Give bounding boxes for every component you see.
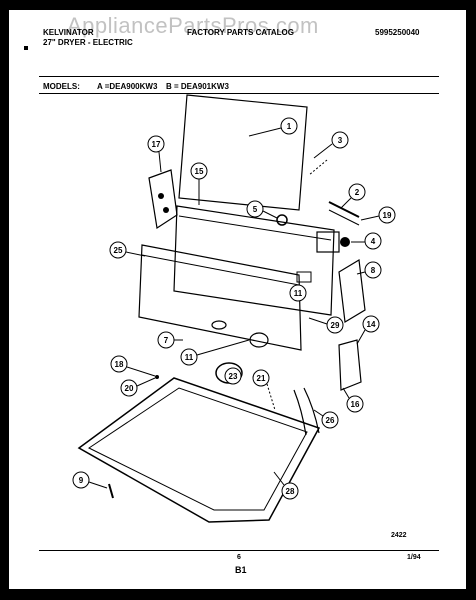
callout-16: 16 <box>342 387 364 413</box>
rule-bottom <box>39 550 439 551</box>
callout-7: 7 <box>157 331 183 349</box>
top-panel <box>178 94 308 211</box>
svg-text:26: 26 <box>326 416 335 425</box>
buzzer-part <box>211 320 227 330</box>
svg-text:11: 11 <box>294 289 303 298</box>
svg-text:28: 28 <box>286 487 295 496</box>
callout-2: 2 <box>340 183 366 209</box>
svg-text:15: 15 <box>195 167 204 176</box>
callout-1: 1 <box>248 117 298 137</box>
screw-part <box>108 483 114 499</box>
svg-text:8: 8 <box>371 266 376 275</box>
callout-11b: 11 <box>180 339 250 366</box>
rule-top <box>39 76 439 77</box>
callout-19: 19 <box>360 206 396 224</box>
left-end-cap <box>148 169 178 230</box>
callout-17: 17 <box>147 135 165 173</box>
callout-20: 20 <box>120 377 156 397</box>
callout-8: 8 <box>356 261 382 279</box>
svg-text:23: 23 <box>229 372 238 381</box>
callout-21: 21 <box>252 369 276 411</box>
svg-text:16: 16 <box>351 400 360 409</box>
watermark: AppliancePartsPros.com <box>67 13 319 38</box>
timer-part <box>316 231 340 253</box>
rule-models <box>39 93 439 94</box>
svg-text:1: 1 <box>287 122 292 131</box>
svg-text:2: 2 <box>355 188 360 197</box>
front-panel <box>138 244 302 351</box>
callout-26: 26 <box>313 409 339 429</box>
callout-28: 28 <box>273 471 299 500</box>
svg-text:25: 25 <box>114 246 123 255</box>
svg-text:9: 9 <box>79 476 84 485</box>
svg-text:17: 17 <box>152 140 161 149</box>
callout-25: 25 <box>109 241 146 259</box>
callout-3: 3 <box>313 131 349 159</box>
model-b: B = DEA901KW3 <box>166 82 229 91</box>
svg-text:20: 20 <box>125 384 134 393</box>
svg-text:4: 4 <box>371 237 376 246</box>
model-a: A =DEA900KW3 <box>97 82 158 91</box>
callout-5: 5 <box>246 200 278 219</box>
exploded-diagram: 1 3 17 15 2 5 19 4 25 8 11 29 14 7 11 18… <box>72 94 396 523</box>
top-cover <box>77 377 321 523</box>
document-number: 5995250040 <box>375 28 420 37</box>
callout-4: 4 <box>351 232 382 250</box>
callout-15: 15 <box>190 162 208 205</box>
svg-text:7: 7 <box>164 336 169 345</box>
catalog-title: FACTORY PARTS CATALOG <box>187 28 294 37</box>
section-label: B1 <box>235 565 247 575</box>
page-number: 6 <box>237 554 241 561</box>
svg-text:29: 29 <box>331 321 340 330</box>
right-end-cap <box>338 259 366 323</box>
diagram-number: 2422 <box>391 532 407 539</box>
lamp-part <box>338 339 362 391</box>
switch-part <box>296 271 312 283</box>
knob-part <box>276 214 288 226</box>
harness-part <box>293 387 320 436</box>
callout-18: 18 <box>110 355 156 377</box>
brand-name: KELVINATOR <box>43 28 94 37</box>
svg-text:18: 18 <box>115 360 124 369</box>
models-label: MODELS: <box>43 82 80 91</box>
corner-mark <box>24 46 28 50</box>
callout-9: 9 <box>72 471 108 489</box>
svg-text:5: 5 <box>253 205 258 214</box>
callout-29: 29 <box>308 316 344 334</box>
product-title: 27" DRYER - ELECTRIC <box>43 38 133 47</box>
svg-text:11: 11 <box>185 353 194 362</box>
callout-14: 14 <box>356 315 380 345</box>
svg-text:3: 3 <box>338 136 343 145</box>
svg-text:14: 14 <box>367 320 376 329</box>
parts-diagram-sheet: AppliancePartsPros.com KELVINATOR 27" DR… <box>9 10 466 589</box>
console-panel <box>173 205 335 316</box>
rod-part <box>328 201 360 218</box>
svg-text:19: 19 <box>383 211 392 220</box>
callout-23: 23 <box>224 367 242 385</box>
svg-text:21: 21 <box>257 374 266 383</box>
revision-date: 1/94 <box>407 554 421 561</box>
callout-11a: 11 <box>289 284 307 302</box>
